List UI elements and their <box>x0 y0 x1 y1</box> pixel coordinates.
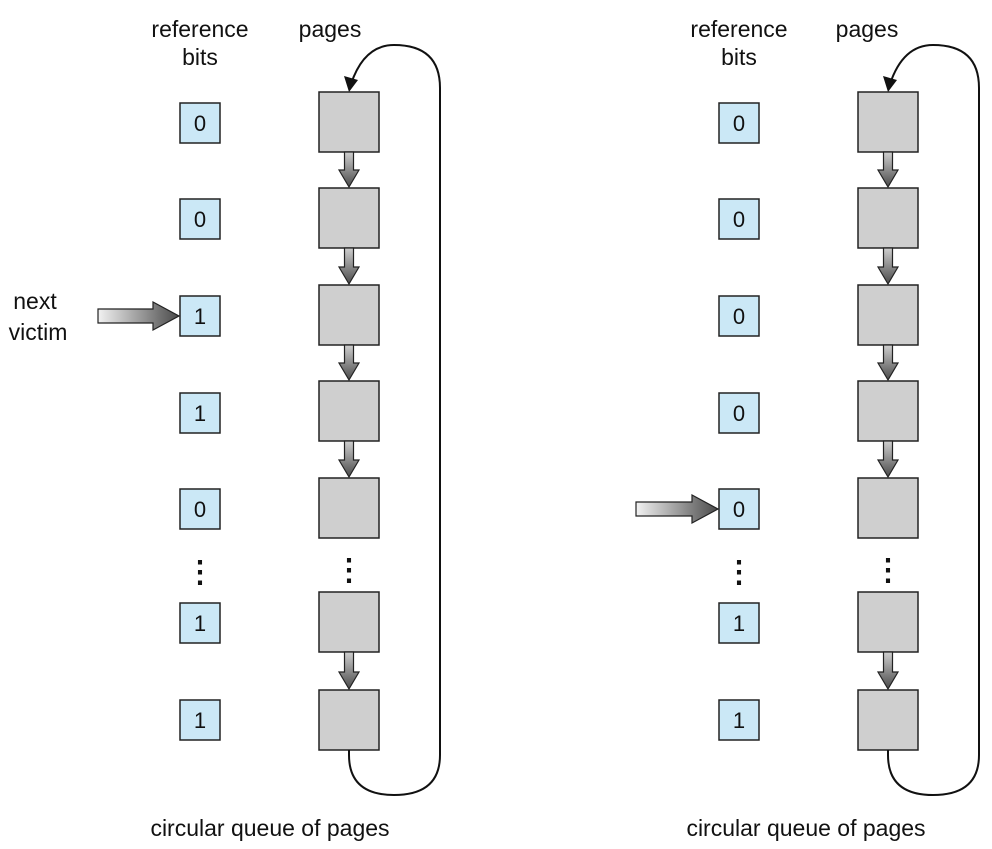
reference-bit-box: 0 <box>718 392 760 434</box>
reference-bits-header-line2: bits <box>721 44 757 70</box>
down-arrow-icon <box>337 247 361 286</box>
queue-link-arrows <box>337 151 361 691</box>
page-box <box>857 380 919 442</box>
reference-bit-value: 0 <box>733 111 745 136</box>
reference-bit-box: 0 <box>718 198 760 240</box>
next-victim-pointer-arrow-icon <box>635 493 720 525</box>
pages-header: pages <box>299 16 362 42</box>
queue-caption: circular queue of pages <box>150 815 389 841</box>
page-box <box>318 591 380 653</box>
page-box <box>857 689 919 751</box>
down-arrow-icon <box>876 151 900 189</box>
page-box <box>318 477 380 539</box>
down-arrow-icon <box>876 651 900 691</box>
reference-bit-value: 0 <box>733 401 745 426</box>
reference-bit-list: 0 0 1 1 0 ⋮ 1 <box>179 102 221 741</box>
circular-return-loop <box>348 43 441 797</box>
reference-bit-box: 0 <box>718 102 760 144</box>
reference-bit-box: 0 <box>179 102 221 144</box>
reference-bit-value: 1 <box>194 401 206 426</box>
next-victim-pointer-arrow-icon <box>97 300 181 332</box>
reference-bit-value: 0 <box>733 207 745 232</box>
reference-bit-box: 1 <box>179 602 221 644</box>
reference-bit-value: 1 <box>733 708 745 733</box>
reference-bit-box: 1 <box>718 699 760 741</box>
page-box <box>857 591 919 653</box>
reference-bits-header-line1: reference <box>690 16 787 42</box>
down-arrow-icon <box>337 344 361 382</box>
reference-bit-value: 1 <box>733 611 745 636</box>
reference-bit-value: 0 <box>733 304 745 329</box>
page-box <box>857 284 919 346</box>
ellipsis: ⋮ <box>724 556 754 589</box>
reference-bits-header-line2: bits <box>182 44 218 70</box>
page-box <box>318 284 380 346</box>
down-arrow-icon <box>876 247 900 286</box>
pointer-label-line2: victim <box>9 319 68 345</box>
reference-bit-box: 1 <box>179 392 221 434</box>
reference-bit-box: 0 <box>179 488 221 530</box>
reference-bit-box: 0 <box>718 295 760 337</box>
queue-caption: circular queue of pages <box>686 815 925 841</box>
loop-arrowhead-icon <box>344 76 358 92</box>
reference-bit-box: 1 <box>179 699 221 741</box>
panel-left: reference bits pages 0 0 1 1 0 <box>9 16 441 841</box>
down-arrow-icon <box>876 344 900 382</box>
down-arrow-icon <box>876 440 900 479</box>
page-queue: ⋮ <box>857 91 919 751</box>
reference-bit-value: 1 <box>194 304 206 329</box>
page-box <box>318 187 380 249</box>
reference-bit-list: 0 0 0 0 0 ⋮ 1 <box>718 102 760 741</box>
down-arrow-icon <box>337 440 361 479</box>
page-box <box>318 689 380 751</box>
ellipsis: ⋮ <box>185 556 215 589</box>
reference-bit-box: 1 <box>718 602 760 644</box>
panel-right: reference bits pages 0 0 0 0 0 <box>635 16 980 841</box>
reference-bit-value: 0 <box>194 111 206 136</box>
ellipsis: ⋮ <box>334 554 364 587</box>
loop-arrowhead-icon <box>883 76 897 92</box>
pages-header: pages <box>836 16 899 42</box>
ellipsis: ⋮ <box>873 554 903 587</box>
reference-bit-value: 0 <box>733 497 745 522</box>
down-arrow-icon <box>337 651 361 691</box>
page-box <box>857 477 919 539</box>
page-box <box>318 380 380 442</box>
reference-bit-box: 0 <box>718 488 760 530</box>
page-box <box>318 91 380 153</box>
page-queue: ⋮ <box>318 91 380 751</box>
circular-return-loop <box>887 43 980 797</box>
reference-bit-value: 1 <box>194 611 206 636</box>
pointer-label-line1: next <box>13 288 57 314</box>
reference-bit-box: 0 <box>179 198 221 240</box>
page-box <box>857 91 919 153</box>
down-arrow-icon <box>337 151 361 189</box>
reference-bits-header-line1: reference <box>151 16 248 42</box>
queue-link-arrows <box>876 151 900 691</box>
reference-bit-value: 0 <box>194 207 206 232</box>
reference-bit-value: 1 <box>194 708 206 733</box>
page-box <box>857 187 919 249</box>
reference-bit-value: 0 <box>194 497 206 522</box>
reference-bit-box: 1 <box>179 295 221 337</box>
